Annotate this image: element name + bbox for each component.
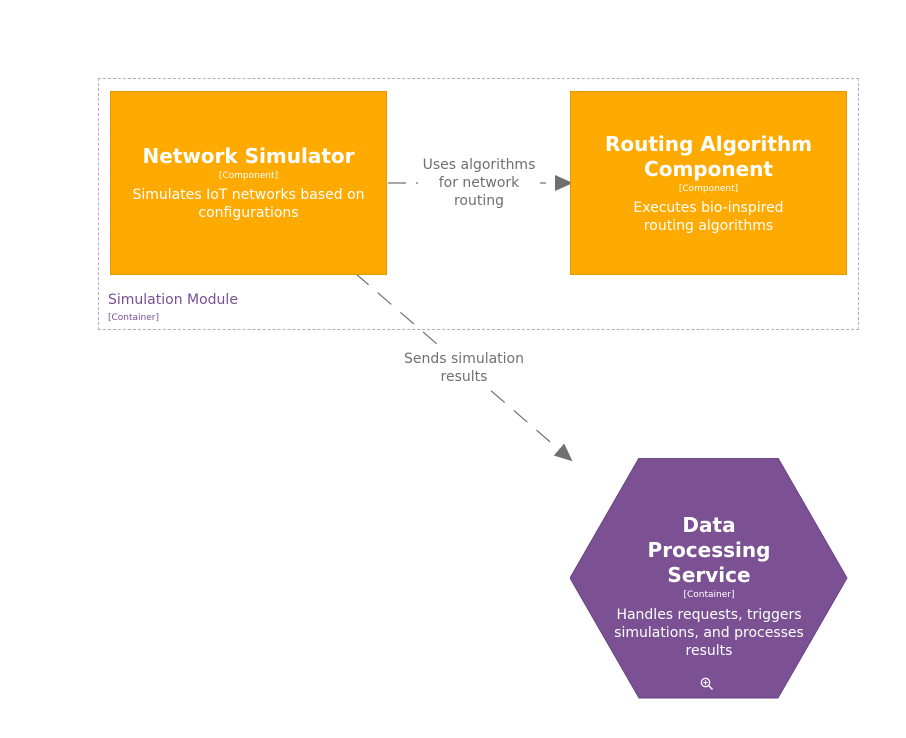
container-hexagon bbox=[570, 458, 848, 699]
component-title: Network Simulator bbox=[142, 144, 355, 168]
container-title: Data Processing Service bbox=[647, 513, 771, 587]
boundary-type: [Container] bbox=[108, 313, 160, 323]
routing-algorithm-component[interactable]: Routing Algorithm Component [Component] … bbox=[570, 91, 847, 275]
sends-relationship-line[interactable] bbox=[354, 272, 573, 462]
container-type: [Container] bbox=[683, 590, 735, 600]
container-description: Handles requests, triggers simulations, … bbox=[614, 607, 804, 659]
component-description: Simulates IoT networks based on configur… bbox=[132, 187, 365, 221]
network-simulator-component[interactable]: Network Simulator [Component] Simulates … bbox=[110, 91, 387, 275]
data-processing-service-container[interactable]: Data Processing Service [Container] Hand… bbox=[570, 458, 848, 700]
boundary-label: Simulation Module bbox=[108, 292, 238, 308]
zoom-in-icon[interactable] bbox=[700, 677, 714, 691]
component-description: Executes bio-inspired routing algorithms bbox=[633, 199, 784, 234]
component-title: Routing Algorithm Component bbox=[604, 131, 813, 181]
component-type: [Component] bbox=[218, 171, 279, 181]
uses-relationship-label: Uses algorithms for network routing bbox=[418, 156, 540, 210]
simulation-module-boundary[interactable] bbox=[98, 78, 859, 330]
sends-relationship-label: Sends simulation results bbox=[398, 350, 530, 386]
component-type: [Component] bbox=[678, 183, 739, 194]
